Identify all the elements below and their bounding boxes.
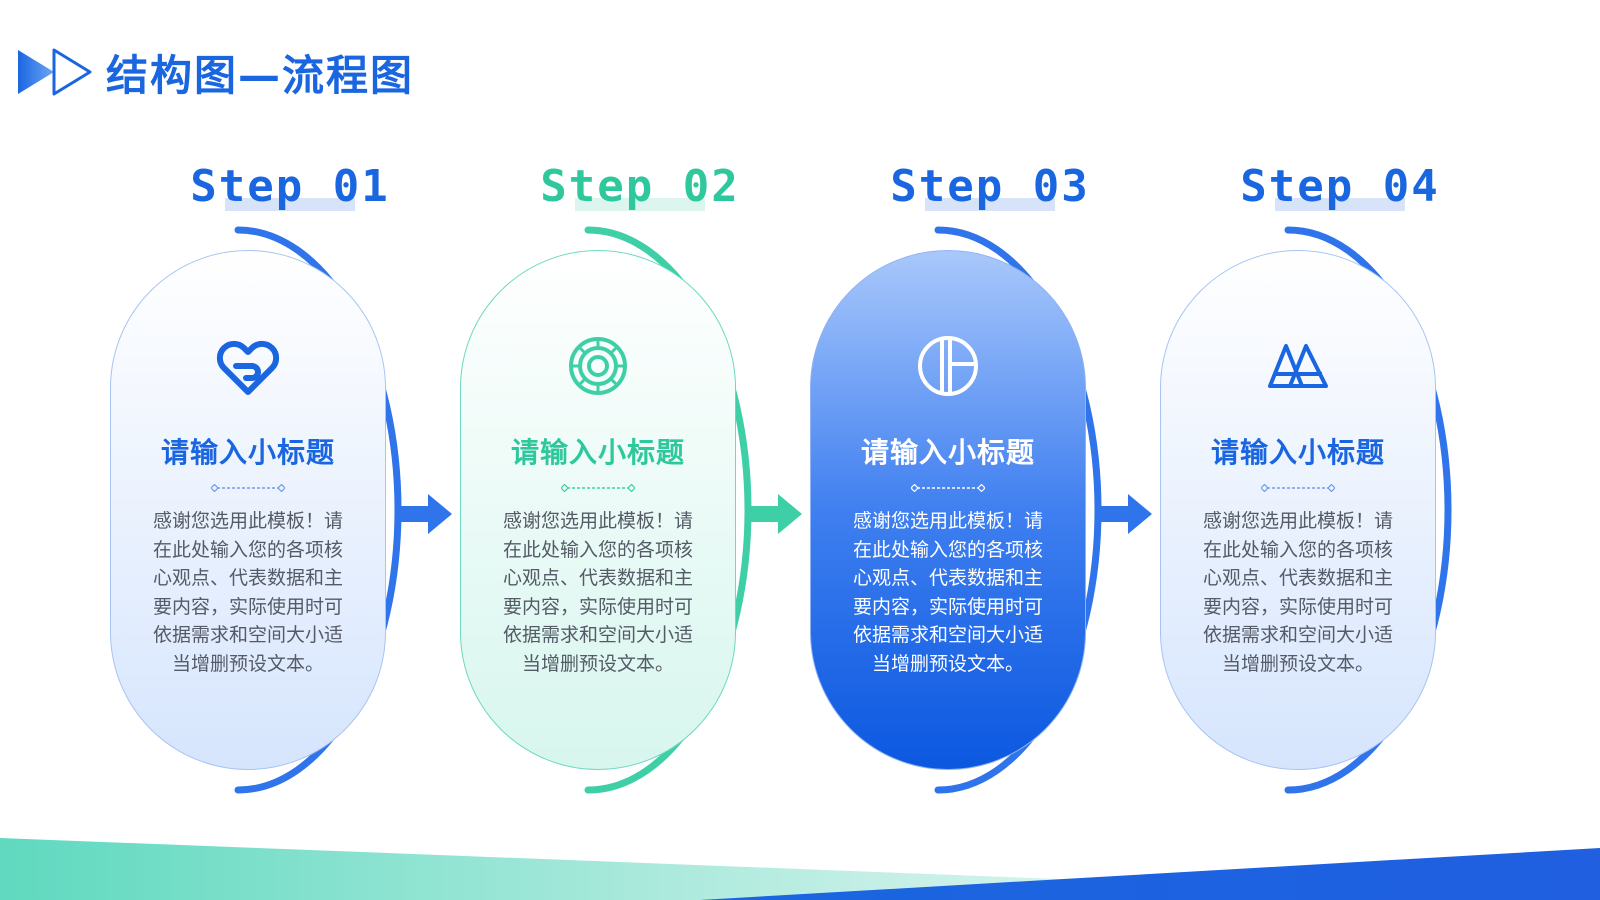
dotted-divider <box>911 484 985 492</box>
step-card-1: Step 01 请输入小标题 感谢您选用此模板！请在此处输入您的各项核心观点、代… <box>110 150 470 810</box>
title-bar: 结构图—流程图 <box>16 44 414 100</box>
step-pill: 请输入小标题 感谢您选用此模板！请在此处输入您的各项核心观点、代表数据和主要内容… <box>460 250 736 770</box>
step-card-2: Step 02 请输入小标题 感谢您选用此模板！请在此处输入 <box>460 150 820 810</box>
arrow-right-icon <box>398 494 452 534</box>
arrow-right-icon <box>1098 494 1152 534</box>
double-play-arrow-icon <box>18 48 92 96</box>
heart-link-icon <box>216 334 280 398</box>
step-heading: Step 02 <box>540 161 740 212</box>
dotted-divider <box>561 484 635 492</box>
step-pill: 请输入小标题 感谢您选用此模板！请在此处输入您的各项核心观点、代表数据和主要内容… <box>110 250 386 770</box>
step-body: 感谢您选用此模板！请在此处输入您的各项核心观点、代表数据和主要内容，实际使用时可… <box>852 510 1043 675</box>
step-subtitle: 请输入小标题 <box>160 436 335 469</box>
mountain-peaks-icon <box>1266 334 1330 398</box>
dotted-divider <box>211 484 285 492</box>
step-subtitle: 请输入小标题 <box>510 436 685 469</box>
step-subtitle: 请输入小标题 <box>860 436 1035 469</box>
pie-segment-icon <box>916 334 980 398</box>
step-heading: Step 04 <box>1240 161 1440 212</box>
step-body: 感谢您选用此模板！请在此处输入您的各项核心观点、代表数据和主要内容，实际使用时可… <box>1202 510 1393 675</box>
outer-arc <box>1284 226 1452 794</box>
step-heading: Step 03 <box>890 161 1090 212</box>
step-pill: 请输入小标题 感谢您选用此模板！请在此处输入您的各项核心观点、代表数据和主要内容… <box>1160 250 1436 770</box>
step-pill: 请输入小标题 感谢您选用此模板！请在此处输入您的各项核心观点、代表数据和主要内容… <box>810 250 1086 770</box>
step-heading: Step 01 <box>190 161 390 212</box>
step-subtitle: 请输入小标题 <box>1210 436 1385 469</box>
target-ring-icon <box>566 334 630 398</box>
step-card-4: Step 04 请输入小标题 感谢您选用此模板！请在此处输入您的各项核心观点、代… <box>1160 150 1520 810</box>
bottom-gradient-band <box>0 838 1600 900</box>
arrow-right-icon <box>748 494 802 534</box>
dotted-divider <box>1261 484 1335 492</box>
page-title: 结构图—流程图 <box>106 50 415 100</box>
step-body: 感谢您选用此模板！请在此处输入您的各项核心观点、代表数据和主要内容，实际使用时可… <box>152 510 343 675</box>
step-body: 感谢您选用此模板！请在此处输入您的各项核心观点、代表数据和主要内容，实际使用时可… <box>502 510 693 675</box>
step-card-3: Step 03 请输入小标题 感谢您选用此模板！请在此处输入您的各项核心观点、代… <box>810 150 1170 810</box>
